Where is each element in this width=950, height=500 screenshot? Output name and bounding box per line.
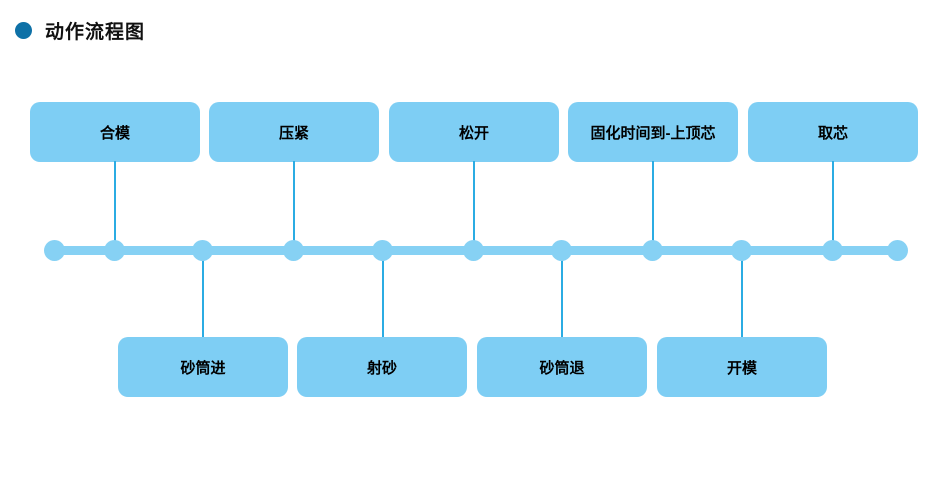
timeline-endpoint-dot	[887, 240, 908, 261]
connector-line	[561, 250, 563, 338]
timeline-dot	[642, 240, 663, 261]
connector-line	[202, 250, 204, 338]
page-title: 动作流程图	[45, 22, 146, 43]
connector-line	[832, 161, 834, 251]
connector-line	[473, 161, 475, 251]
flow-node-press: 压紧	[209, 102, 379, 162]
flow-node-shoot-sand: 射砂	[297, 337, 467, 397]
title-bullet-icon	[15, 22, 32, 39]
connector-line	[382, 250, 384, 338]
timeline-dot	[283, 240, 304, 261]
connector-line	[652, 161, 654, 251]
timeline-dot	[104, 240, 125, 261]
flow-node-sand-cylinder-in: 砂筒进	[118, 337, 288, 397]
connector-line	[114, 161, 116, 251]
connector-line	[741, 250, 743, 338]
timeline-dot	[731, 240, 752, 261]
title-block: 动作流程图	[15, 17, 145, 44]
timeline-dot	[822, 240, 843, 261]
timeline-dot	[463, 240, 484, 261]
flow-node-sand-cylinder-out: 砂筒退	[477, 337, 647, 397]
timeline-dot	[372, 240, 393, 261]
connector-line	[293, 161, 295, 251]
flow-node-cure-eject: 固化时间到-上顶芯	[568, 102, 738, 162]
flow-node-open-mold: 开模	[657, 337, 827, 397]
flow-node-release: 松开	[389, 102, 559, 162]
flow-node-take-core: 取芯	[748, 102, 918, 162]
timeline-endpoint-dot	[44, 240, 65, 261]
timeline-dot	[192, 240, 213, 261]
flow-node-close-mold: 合模	[30, 102, 200, 162]
timeline-dot	[551, 240, 572, 261]
